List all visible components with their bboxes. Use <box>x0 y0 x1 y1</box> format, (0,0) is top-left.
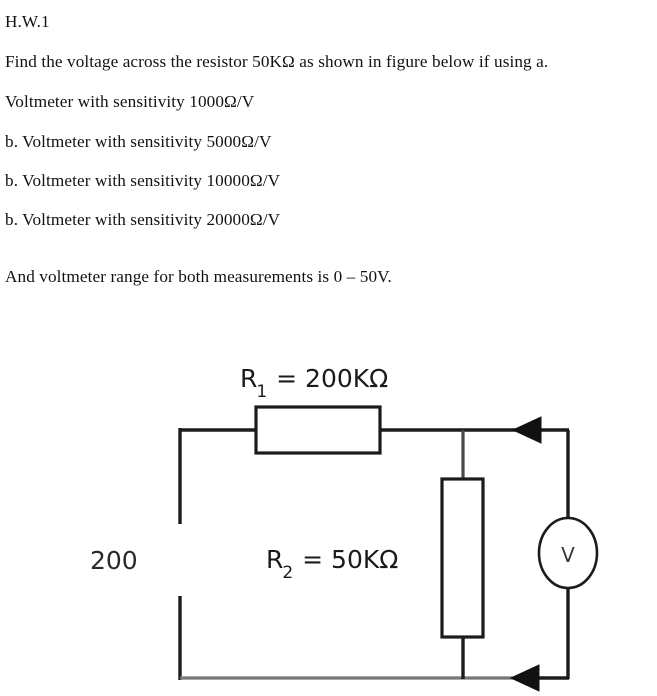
resistor-r2-subscript: 2 <box>282 563 294 583</box>
problem-line-5: b. Voltmeter with sensitivity 20000Ω/V <box>5 210 281 229</box>
voltmeter-label: V <box>561 543 575 567</box>
resistor-r1-symbol: R <box>240 364 258 393</box>
problem-line-spacer <box>5 239 657 257</box>
problem-line-title: H.W.1 <box>5 12 50 31</box>
current-arrow-top-icon <box>511 416 542 444</box>
resistor-r2-symbol: R <box>266 545 284 574</box>
problem-statement: H.W.1 Find the voltage across the resist… <box>5 2 657 297</box>
source-voltage-label: 200 <box>90 546 138 575</box>
resistor-r2-label: R2 = 50KΩ <box>266 545 399 583</box>
problem-line-2: Voltmeter with sensitivity 1000Ω/V <box>5 92 255 111</box>
resistor-r1-value: 200KΩ <box>305 364 389 393</box>
resistor-r1-label: R1 = 200KΩ <box>240 364 389 402</box>
resistor-r2-body <box>440 477 485 639</box>
resistor-r2-equals: = <box>294 545 332 574</box>
resistor-r2-value: 50KΩ <box>331 545 399 574</box>
problem-line-4: b. Voltmeter with sensitivity 10000Ω/V <box>5 171 281 190</box>
problem-line-3: b. Voltmeter with sensitivity 5000Ω/V <box>5 132 272 151</box>
resistor-r1-body <box>254 405 382 455</box>
resistor-r1-equals: = <box>268 364 306 393</box>
problem-line-1: Find the voltage across the resistor 50K… <box>5 52 549 71</box>
current-arrow-bottom-icon <box>509 664 540 692</box>
problem-line-6: And voltmeter range for both measurement… <box>5 267 392 286</box>
resistor-r1-subscript: 1 <box>256 382 268 402</box>
voltmeter-circle <box>537 516 599 590</box>
